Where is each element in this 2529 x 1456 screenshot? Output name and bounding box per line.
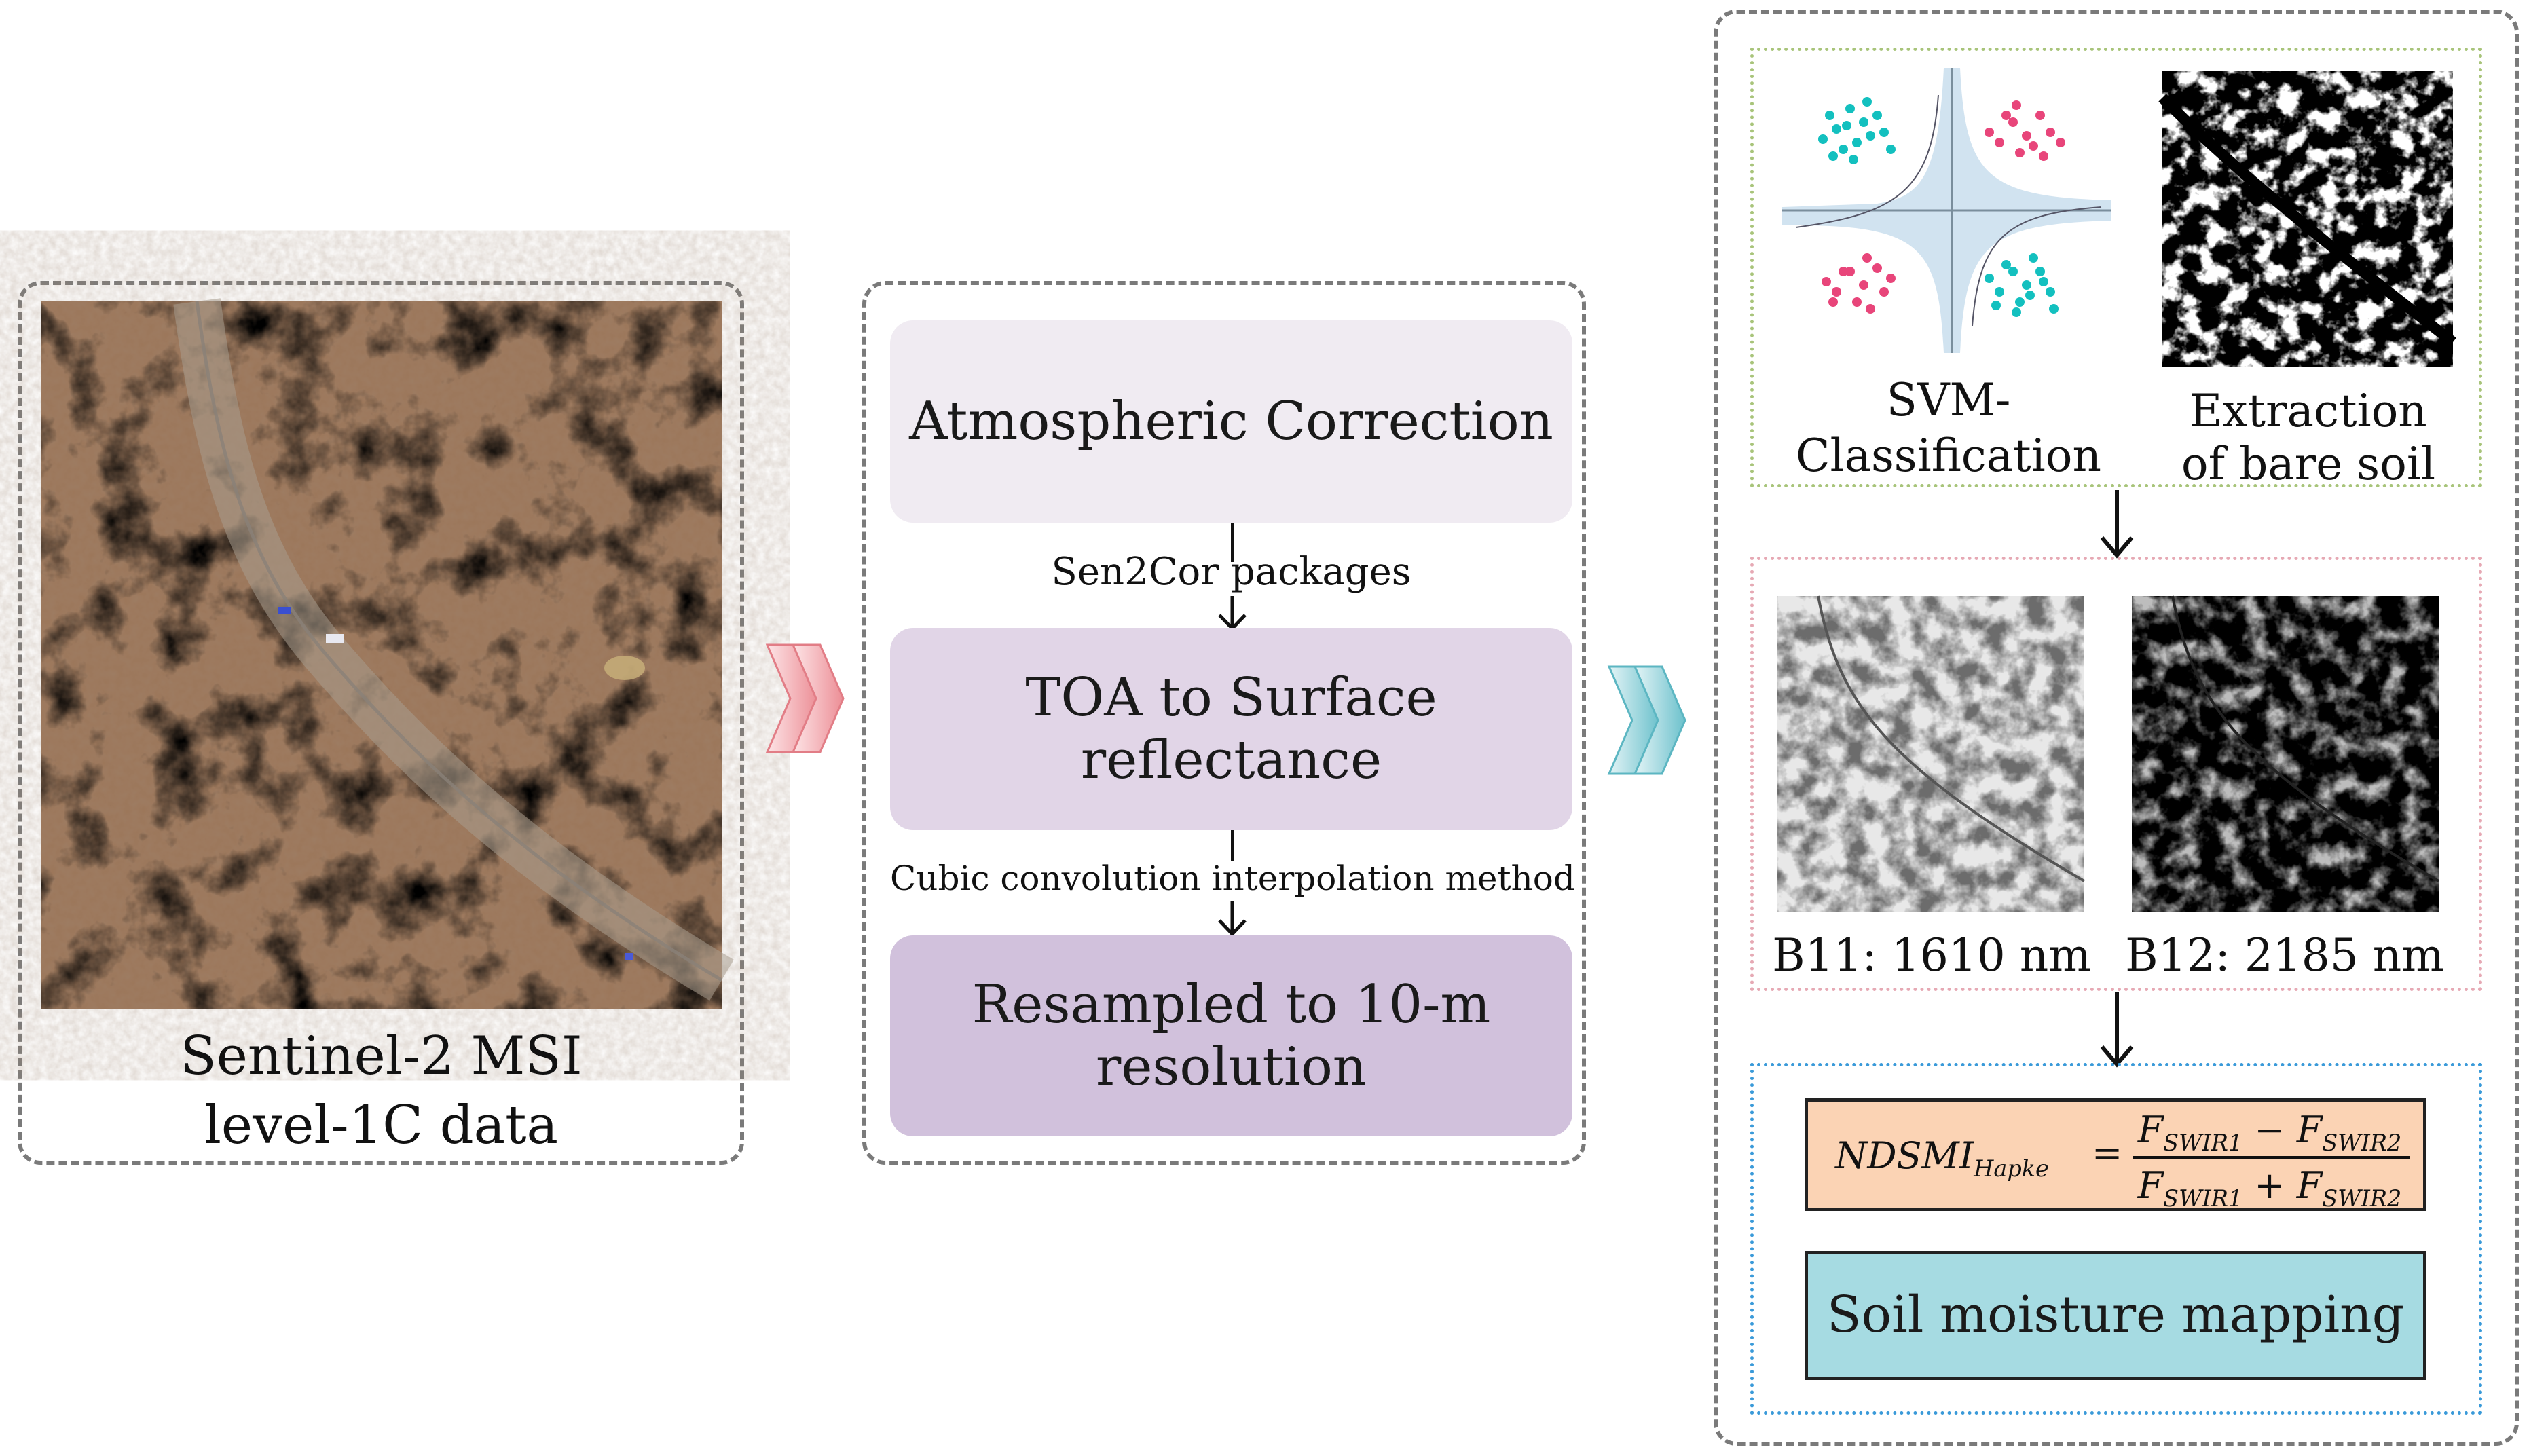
result-box bbox=[1750, 1063, 2482, 1415]
b12-band-image bbox=[2132, 595, 2440, 912]
atmospheric-correction-box: Atmospheric Correction bbox=[890, 320, 1572, 523]
ndsmi-formula-box: NDSMIHapke = FSWIR1 − FSWIR2 FSWIR1 + FS… bbox=[1805, 1098, 2426, 1212]
input-panel bbox=[18, 281, 744, 1165]
formula-lhs: NDSMIHapke bbox=[1835, 1134, 2049, 1182]
arrow-down-icon bbox=[2100, 490, 2134, 559]
formula-num-b: F bbox=[2296, 1108, 2323, 1151]
band-images-box bbox=[1750, 557, 2482, 991]
connector-line bbox=[1231, 523, 1234, 562]
resample-10m-box: Resampled to 10-m resolution bbox=[890, 935, 1572, 1136]
formula-num-a: F bbox=[2137, 1108, 2164, 1151]
b11-label: B11: 1610 nm bbox=[1772, 929, 2091, 982]
arrow-down-icon bbox=[1218, 901, 1247, 937]
arrow-down-icon bbox=[2100, 992, 2134, 1068]
formula-den-b-sub: SWIR2 bbox=[2322, 1184, 2402, 1212]
formula-denominator: FSWIR1 + FSWIR2 bbox=[2127, 1164, 2412, 1212]
formula-num-a-sub: SWIR1 bbox=[2163, 1129, 2243, 1156]
arrow-down-icon bbox=[1218, 596, 1247, 631]
formula-equals: = bbox=[2092, 1132, 2123, 1174]
formula-den-a-sub: SWIR1 bbox=[2163, 1184, 2243, 1212]
resample-line1: Resampled to 10-m bbox=[972, 973, 1491, 1035]
chevron-arrow-icon bbox=[765, 643, 845, 753]
formula-den-op: + bbox=[2254, 1164, 2285, 1207]
cubic-convolution-label: Cubic convolution interpolation method bbox=[890, 859, 1575, 898]
satellite-image bbox=[41, 298, 734, 1009]
soil-moisture-mapping-box: Soil moisture mapping bbox=[1805, 1251, 2426, 1380]
formula-den-a: F bbox=[2137, 1164, 2164, 1207]
bare-soil-mask-image bbox=[2158, 71, 2456, 367]
b11-band-image bbox=[1777, 595, 2086, 912]
svm-scatter-plot bbox=[1782, 68, 2111, 353]
input-caption-line1: Sentinel-2 MSI bbox=[180, 1026, 583, 1087]
formula-fraction-bar bbox=[2133, 1156, 2410, 1159]
chevron-arrow-icon bbox=[1607, 665, 1686, 775]
connector-line bbox=[1231, 830, 1234, 861]
formula-num-b-sub: SWIR2 bbox=[2322, 1129, 2402, 1156]
resample-line2: resolution bbox=[1095, 1037, 1367, 1098]
bare-soil-label-line1: Extraction bbox=[2190, 385, 2427, 437]
classification-box bbox=[1750, 48, 2482, 487]
formula-lhs-sub: Hapke bbox=[1974, 1155, 2049, 1182]
b12-label: B12: 2185 nm bbox=[2125, 929, 2444, 982]
toa-surface-reflectance-box: TOA to Surface reflectance bbox=[890, 628, 1572, 830]
analysis-panel bbox=[1714, 10, 2519, 1446]
bare-soil-label-line2: of bare soil bbox=[2181, 438, 2436, 490]
svm-label-line1: SVM- bbox=[1886, 374, 2011, 426]
formula-num-op: − bbox=[2254, 1108, 2285, 1151]
preprocessing-panel bbox=[862, 281, 1586, 1165]
formula-den-b: F bbox=[2296, 1164, 2323, 1207]
sen2cor-label: Sen2Cor packages bbox=[1051, 550, 1411, 594]
input-caption-line2: level-1C data bbox=[204, 1095, 558, 1156]
svm-label-line2: Classification bbox=[1795, 430, 2101, 482]
formula-lhs-main: NDSMI bbox=[1835, 1134, 1974, 1177]
formula-numerator: FSWIR1 − FSWIR2 bbox=[2127, 1108, 2412, 1156]
